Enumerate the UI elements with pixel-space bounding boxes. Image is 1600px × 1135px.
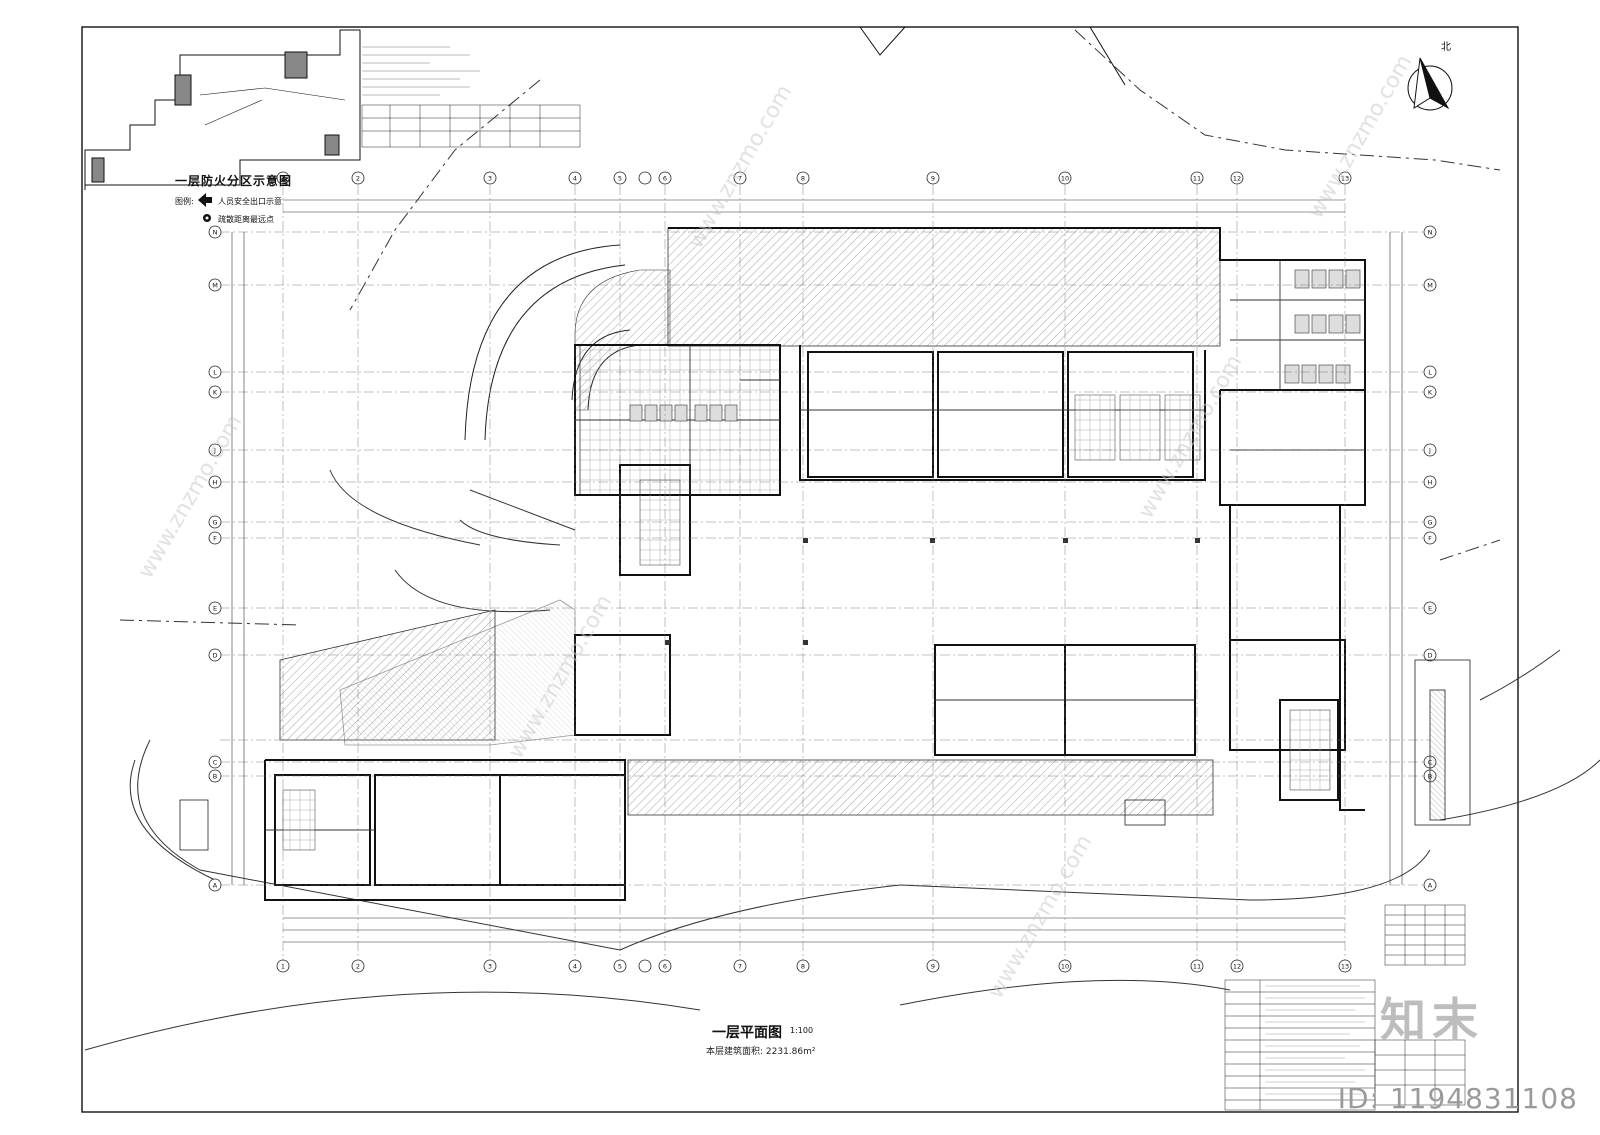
axis-label-row: G	[1427, 519, 1432, 527]
axis-label-column: 12	[1233, 963, 1241, 971]
axis-label-row: N	[1428, 229, 1433, 237]
axis-label-row: B	[213, 773, 217, 781]
legend-item-label: 疏散距离最远点	[218, 215, 274, 224]
axis-label-column: 5	[618, 175, 622, 183]
axis-label-column: 6	[663, 963, 667, 971]
axis-label-column: 9	[931, 175, 935, 183]
axis-label-row: J	[1428, 447, 1431, 455]
axis-label-row: K	[1428, 389, 1433, 397]
north-arrow	[1407, 57, 1453, 111]
legend-item-exit: 人员安全出口示意	[214, 196, 282, 207]
axis-label-row: C	[213, 759, 218, 767]
axis-bubble-bottom	[276, 959, 1352, 973]
axis-label-row: N	[213, 229, 218, 237]
watermark-id: ID: 1194831108	[1337, 1082, 1578, 1115]
axis-label-column: 12	[1233, 175, 1241, 183]
axis-label-column: 2	[356, 175, 360, 183]
axis-label-row: H	[213, 479, 218, 487]
axis-label-column: 7	[738, 963, 742, 971]
axis-label-column: 3	[488, 175, 492, 183]
north-label: 北	[1441, 42, 1451, 53]
axis-label-column: 4	[573, 175, 577, 183]
axis-label-column: 7	[738, 175, 742, 183]
axis-label-column: 9	[931, 963, 935, 971]
legend-label: 图例:	[175, 197, 194, 206]
axis-label-column: 3	[488, 963, 492, 971]
axis-label-row: F	[213, 535, 217, 543]
axis-bubble-top	[276, 171, 1352, 185]
plan-scale: 1:100	[790, 1026, 814, 1035]
axis-label-column: 6	[663, 175, 667, 183]
axis-label-row: G	[212, 519, 217, 527]
axis-label-row: F	[1428, 535, 1432, 543]
legend-icons	[198, 193, 212, 222]
axis-label-column: 13	[1341, 175, 1349, 183]
axis-label-column: 13	[1341, 963, 1349, 971]
axis-label-row: K	[213, 389, 218, 397]
axis-label-row: L	[1428, 369, 1432, 377]
axis-label-column: 8	[801, 175, 805, 183]
axis-label-column: 1	[281, 963, 285, 971]
title-block	[1224, 904, 1466, 1111]
axis-label-column: 5	[618, 963, 622, 971]
axis-label-row: M	[212, 282, 218, 290]
axis-label-column: 1	[281, 175, 285, 183]
axis-label-row: D	[212, 652, 217, 660]
svg-text:www.znzmo.com: www.znzmo.com	[134, 411, 248, 583]
axis-label-column: 11	[1193, 963, 1201, 971]
axis-bubble-left	[208, 225, 222, 892]
axis-label-column: 2	[356, 963, 360, 971]
axis-label-row: M	[1427, 282, 1433, 290]
svg-text:www.znzmo.com: www.znzmo.com	[1304, 51, 1418, 223]
axis-label-column: 11	[1193, 175, 1201, 183]
fire-zone-title: 一层防火分区示意图	[175, 174, 293, 188]
fire-zone-key-plan	[84, 29, 361, 190]
plan-title: 一层平面图	[712, 1025, 782, 1041]
axis-label-row: L	[213, 369, 217, 377]
site-boundary	[119, 29, 1501, 626]
axis-label-column: 10	[1061, 963, 1069, 971]
axis-label-row: A	[1428, 882, 1433, 890]
legend-item-label: 人员安全出口示意	[218, 197, 282, 206]
axis-label-row: E	[1428, 605, 1432, 613]
axis-label-column: 10	[1061, 175, 1069, 183]
axis-label-column: 8	[801, 963, 805, 971]
axis-label-row: A	[213, 882, 218, 890]
axis-label-row: E	[213, 605, 217, 613]
axis-label-row: J	[213, 447, 216, 455]
legend-item-distance: 疏散距离最远点	[214, 214, 274, 225]
plan-area: 本层建筑面积: 2231.86m²	[706, 1047, 816, 1057]
svg-text:www.znzmo.com: www.znzmo.com	[984, 831, 1098, 1003]
axis-label-column: 4	[573, 963, 577, 971]
axis-label-row: H	[1428, 479, 1433, 487]
watermark-pattern: www.znzmo.com www.znzmo.com www.znzmo.co…	[134, 51, 1418, 1003]
axis-label-row: D	[1427, 652, 1432, 660]
brand-watermark: 知末	[1380, 993, 1484, 1047]
